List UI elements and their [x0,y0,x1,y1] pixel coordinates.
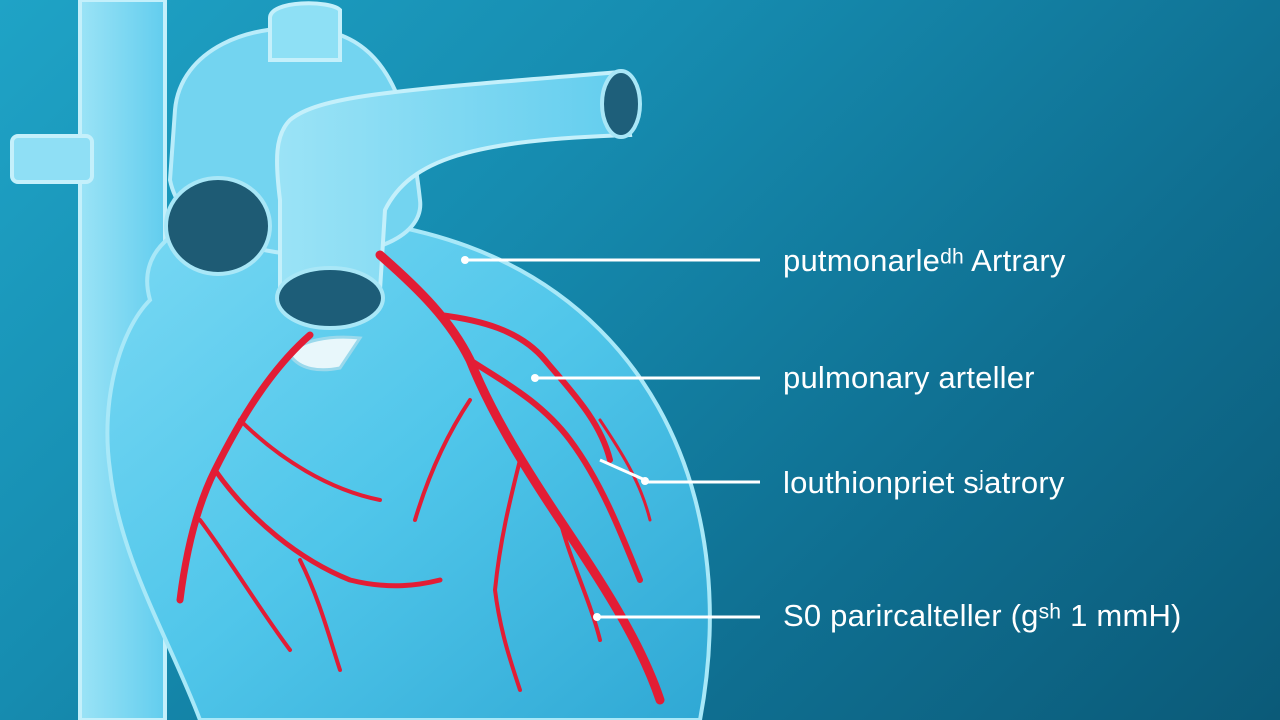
aorta-top [268,1,342,62]
label-louthionpriet: louthionpriet sʲatrory [783,465,1065,500]
label-pulmonary-artery: putmonarleᵈʰ Artrary [783,243,1066,278]
leader-lines [465,258,760,619]
label-pressure: S0 parircalteller (gˢʰ 1 mmH) [783,598,1182,633]
aorta-opening [164,176,272,276]
leader-dots [461,256,649,621]
leader-line-2 [599,458,646,482]
pulmonary-artery-opening [600,69,642,139]
label-pulmonary-arteller: pulmonary arteller [783,360,1035,395]
pulmonary-artery-tube [275,69,633,298]
vessel-opening-lower [275,266,385,330]
heart-ventricles [105,209,712,720]
